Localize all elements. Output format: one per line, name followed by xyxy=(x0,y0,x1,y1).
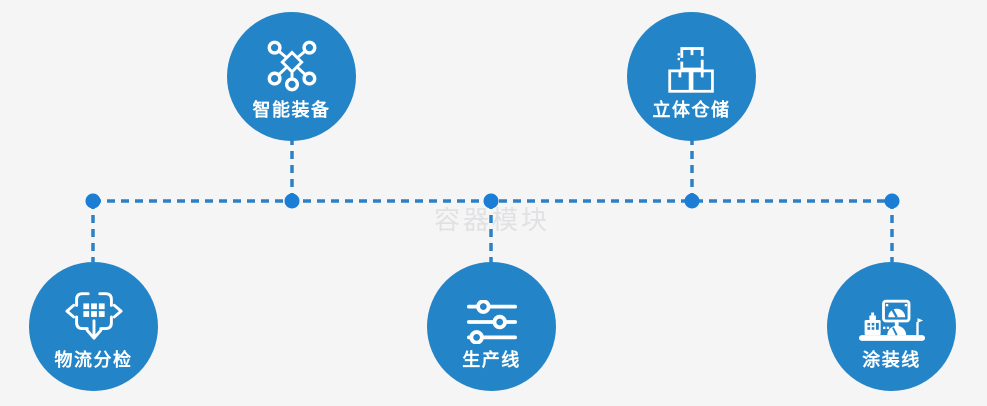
stacked-boxes-icon xyxy=(627,12,756,94)
node-label: 物流分检 xyxy=(54,350,133,370)
node-label: 生产线 xyxy=(462,350,521,370)
junction-dot xyxy=(684,193,700,209)
junction-dot xyxy=(483,193,499,209)
node-stereo-warehouse: 立体仓储 xyxy=(627,12,756,141)
node-smart-equipment: 智能装备 xyxy=(227,12,356,141)
junction-dot xyxy=(884,193,900,209)
machine-gauge-icon xyxy=(827,262,956,344)
sliders-icon xyxy=(427,262,556,344)
junction-dot xyxy=(284,193,300,209)
node-label: 涂装线 xyxy=(862,350,921,370)
node-painting-line: 涂装线 xyxy=(827,262,956,391)
node-logistics-sorting: 物流分检 xyxy=(29,262,158,391)
node-label: 智能装备 xyxy=(252,100,331,120)
node-label: 立体仓储 xyxy=(652,100,731,120)
sorting-arrows-icon xyxy=(29,262,158,344)
node-production-line: 生产线 xyxy=(427,262,556,391)
network-nodes-icon xyxy=(227,12,356,94)
junction-dot xyxy=(85,193,101,209)
